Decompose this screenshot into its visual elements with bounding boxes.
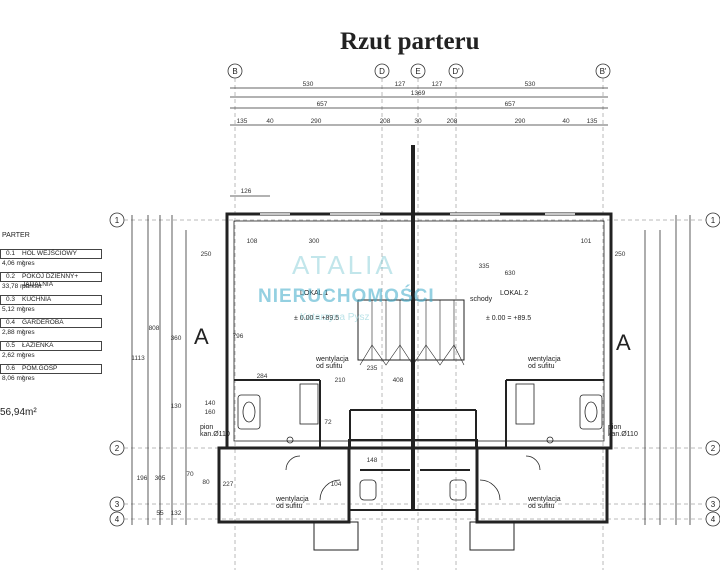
svg-text:72: 72 [324, 419, 332, 426]
svg-text:235: 235 [367, 365, 378, 372]
axis-label-d2: D' [452, 67, 460, 76]
svg-text:30: 30 [414, 118, 422, 125]
svg-text:130: 130 [171, 403, 182, 410]
svg-text:135: 135 [237, 118, 248, 125]
svg-text:55: 55 [156, 510, 164, 517]
svg-text:284: 284 [257, 373, 268, 380]
svg-text:4: 4 [115, 515, 120, 524]
vent-label-2: wentylacja od sufitu [528, 356, 561, 370]
svg-text:3: 3 [115, 500, 120, 509]
svg-text:104: 104 [331, 481, 342, 488]
axis-label-d: D [379, 67, 385, 76]
svg-text:657: 657 [505, 101, 516, 108]
svg-text:4: 4 [711, 515, 716, 524]
svg-text:300: 300 [309, 238, 320, 245]
vent-label-3: wentylacja od sufitu [276, 496, 309, 510]
svg-text:70: 70 [186, 471, 194, 478]
plan-title: Rzut parteru [340, 28, 480, 55]
svg-text:132: 132 [171, 510, 182, 517]
svg-text:1: 1 [115, 216, 120, 225]
svg-text:808: 808 [149, 325, 160, 332]
axis-label-b2: B' [600, 67, 607, 76]
section-marker-right: A [616, 330, 631, 355]
svg-text:227: 227 [223, 481, 234, 488]
svg-text:208: 208 [380, 118, 391, 125]
stairs-label: schody [470, 296, 493, 303]
vent-label-1: wentylacja od sufitu [316, 356, 349, 370]
drain-label-1: pion kan.Ø110 [200, 424, 230, 438]
svg-text:1113: 1113 [131, 355, 145, 362]
svg-text:101: 101 [581, 238, 592, 245]
section-marker-left: A [194, 324, 209, 349]
svg-text:108: 108 [247, 238, 258, 245]
svg-text:1: 1 [711, 216, 716, 225]
room-schedule-header: PARTER [2, 232, 30, 239]
axis-label-b: B [232, 67, 237, 76]
svg-text:408: 408 [393, 377, 404, 384]
axis-label-e: E [415, 67, 420, 76]
svg-text:135: 135 [587, 118, 598, 125]
svg-text:80: 80 [202, 479, 210, 486]
svg-text:160: 160 [205, 409, 216, 416]
svg-text:2: 2 [115, 444, 120, 453]
svg-text:250: 250 [615, 251, 626, 258]
svg-text:40: 40 [562, 118, 570, 125]
svg-text:290: 290 [311, 118, 322, 125]
level-mark-1: ± 0.00 = +89.5 [294, 315, 340, 322]
overall-dimension: 1369 [411, 90, 426, 97]
vent-label-4: wentylacja od sufitu [528, 496, 561, 510]
svg-text:40: 40 [266, 118, 274, 125]
svg-text:290: 290 [515, 118, 526, 125]
svg-text:148: 148 [367, 457, 378, 464]
svg-text:335: 335 [479, 263, 490, 270]
svg-text:126: 126 [241, 188, 252, 195]
svg-text:530: 530 [303, 81, 314, 88]
svg-text:305: 305 [155, 475, 166, 482]
svg-text:210: 210 [335, 377, 346, 384]
svg-text:530: 530 [525, 81, 536, 88]
svg-text:630: 630 [505, 270, 516, 277]
svg-text:250: 250 [201, 251, 212, 258]
total-area: 56,94m² [0, 407, 37, 418]
svg-text:360: 360 [171, 335, 182, 342]
drain-label-2: pion kan.Ø110 [608, 424, 638, 438]
svg-text:208: 208 [447, 118, 458, 125]
svg-text:2: 2 [711, 444, 716, 453]
svg-text:196: 196 [137, 475, 148, 482]
unit-label-2: LOKAL 2 [500, 290, 529, 297]
svg-text:657: 657 [317, 101, 328, 108]
svg-text:140: 140 [205, 400, 216, 407]
level-mark-2: ± 0.00 = +89.5 [486, 315, 532, 322]
svg-text:127: 127 [432, 81, 443, 88]
svg-text:796: 796 [233, 333, 244, 340]
svg-text:3: 3 [711, 500, 716, 509]
svg-text:127: 127 [395, 81, 406, 88]
unit-label-1: LOKAL 1 [300, 290, 329, 297]
